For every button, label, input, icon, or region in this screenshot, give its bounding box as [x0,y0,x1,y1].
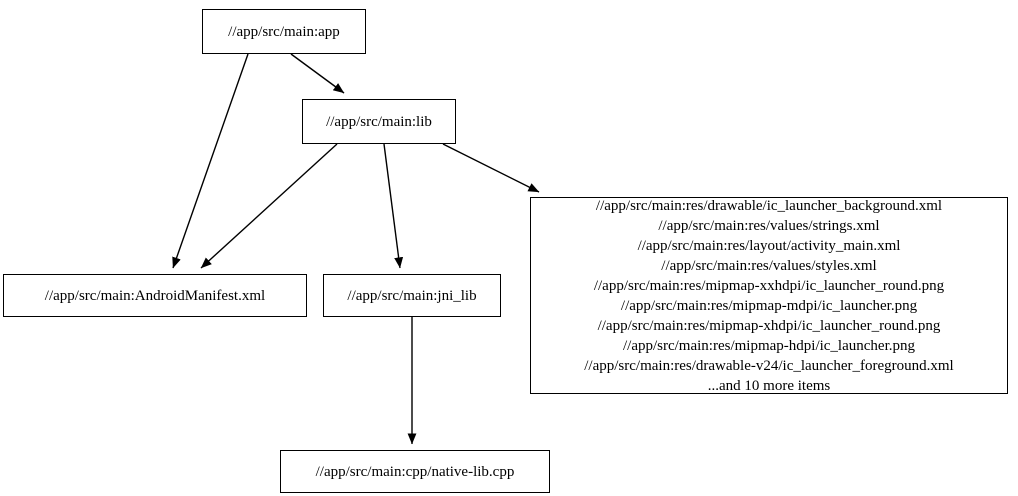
graph-node-app[interactable]: //app/src/main:app [202,9,366,54]
graph-node-native-lib-cpp[interactable]: //app/src/main:cpp/native-lib.cpp [280,450,550,493]
graph-node-lib[interactable]: //app/src/main:lib [302,99,456,144]
node-label-native-lib-cpp: //app/src/main:cpp/native-lib.cpp [315,463,515,480]
edge-lib-to-manifest [200,143,338,269]
node-label-jni-lib: //app/src/main:jni_lib [347,287,477,304]
node-label-android-manifest: //app/src/main:AndroidManifest.xml [44,287,266,304]
edge-lib-to-res [442,143,540,193]
node-label-app: //app/src/main:app [228,23,340,40]
graph-node-resources[interactable]: //app/src/main:res/drawable/ic_launcher_… [530,197,1008,394]
graph-node-jni-lib[interactable]: //app/src/main:jni_lib [323,274,501,317]
edge-lib-to-jni [383,143,404,269]
graph-node-android-manifest[interactable]: //app/src/main:AndroidManifest.xml [3,274,307,317]
edge-app-to-manifest [172,53,249,269]
node-label-lib: //app/src/main:lib [326,113,432,130]
edge-app-to-lib [290,53,345,94]
node-label-resources: //app/src/main:res/drawable/ic_launcher_… [584,197,954,394]
